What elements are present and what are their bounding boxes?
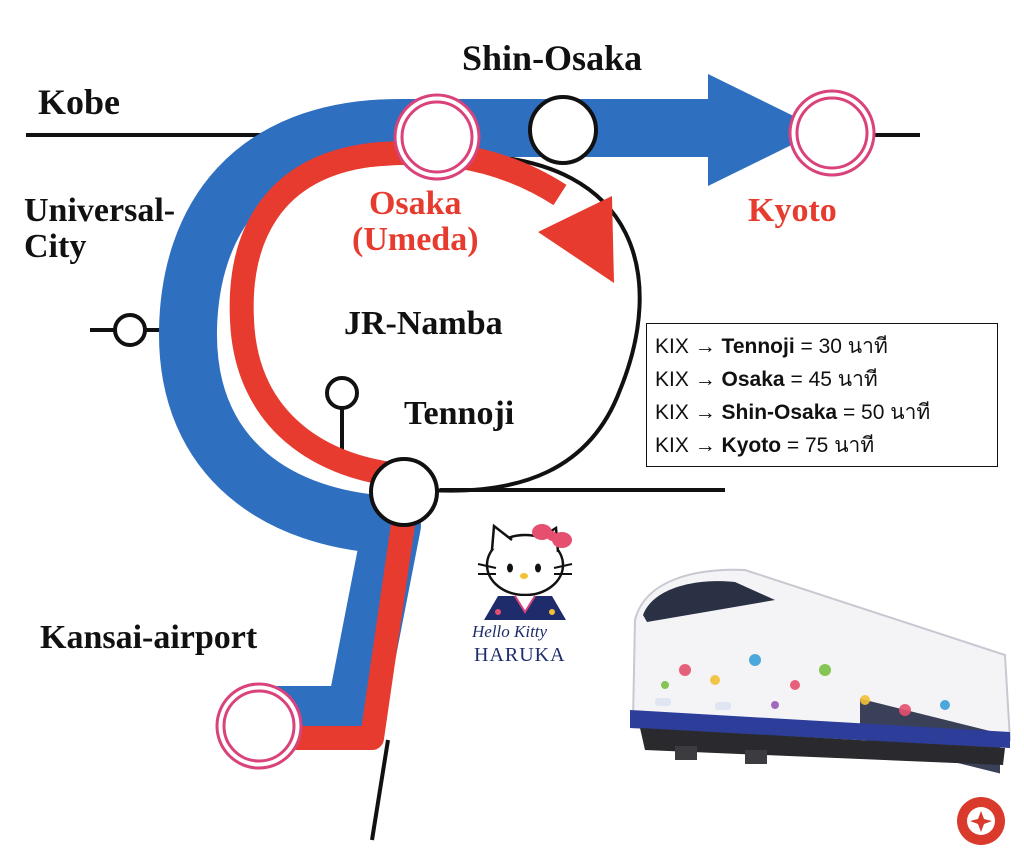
destination-name: Shin-Osaka	[721, 401, 838, 424]
travel-time-row: KIX → Osaka = 45 นาที	[655, 363, 997, 396]
travel-time: 45 นาที	[808, 368, 878, 391]
station-label-osaka: Osaka (Umeda)	[352, 186, 479, 257]
airport-tail-line	[370, 739, 390, 841]
station-label-kobe: Kobe	[38, 82, 121, 122]
osaka-loop-line	[429, 153, 642, 493]
red-route-arrowhead	[538, 196, 614, 283]
destination-name: Kyoto	[721, 434, 782, 457]
blue-route-arrowhead	[708, 74, 822, 186]
haruka-train-image	[630, 568, 1012, 774]
travel-time: 50 นาที	[861, 401, 931, 424]
origin-code: KIX	[655, 434, 689, 457]
kansai-airport-station-marker	[215, 682, 303, 770]
destination-name: Tennoji	[721, 335, 795, 358]
origin-code: KIX	[655, 368, 689, 391]
tennoji-station-marker	[369, 457, 439, 527]
station-label-universal-line1: Universal-	[24, 192, 176, 229]
station-label-osaka-umeda: (Umeda)	[352, 220, 479, 258]
origin-code: KIX	[655, 335, 689, 358]
arrow-icon: →	[694, 368, 716, 391]
shin-osaka-station-marker	[528, 95, 598, 165]
travel-time: 30 นาที	[818, 335, 888, 358]
travel-time: 75 นาที	[805, 434, 875, 457]
osaka-station-marker	[393, 93, 481, 181]
station-label-kyoto: Kyoto	[748, 192, 837, 229]
hello-kitty-icon	[477, 523, 573, 620]
equals-sign: =	[790, 368, 803, 391]
haruka-logo-text: HARUKA	[474, 644, 566, 666]
equals-sign: =	[786, 434, 800, 457]
stations	[113, 89, 876, 770]
arrow-icon: →	[694, 335, 716, 358]
arrow-icon: →	[694, 434, 716, 457]
blue-haruka-route	[158, 99, 718, 744]
station-label-universal-line2: City	[24, 227, 87, 265]
station-label-tennoji: Tennoji	[404, 395, 515, 432]
jr-namba-station-marker	[325, 376, 359, 410]
station-label-osaka-name: Osaka	[368, 185, 462, 222]
origin-code: KIX	[655, 401, 689, 424]
travel-time-row: KIX → Kyoto = 75 นาที	[655, 429, 997, 462]
station-label-kansai-airport: Kansai-airport	[40, 619, 258, 656]
kyoto-station-marker	[788, 89, 876, 177]
travel-time-row: KIX → Shin-Osaka = 50 นาที	[655, 396, 997, 429]
destination-name: Osaka	[721, 368, 785, 391]
equals-sign: =	[842, 401, 856, 424]
arrow-icon: →	[694, 401, 716, 424]
equals-sign: =	[800, 335, 813, 358]
station-label-universal-city: Universal- City	[24, 193, 175, 264]
corner-brand-logo-icon	[957, 797, 1005, 845]
station-label-shin-osaka: Shin-Osaka	[462, 38, 643, 78]
travel-time-row: KIX → Tennoji = 30 นาที	[655, 330, 997, 363]
travel-time-box: KIX → Tennoji = 30 นาที KIX → Osaka = 45…	[646, 323, 998, 467]
universal-city-station-marker	[113, 313, 147, 347]
hello-kitty-script-text: Hello Kitty	[472, 622, 548, 641]
station-label-jr-namba: JR-Namba	[344, 305, 503, 342]
